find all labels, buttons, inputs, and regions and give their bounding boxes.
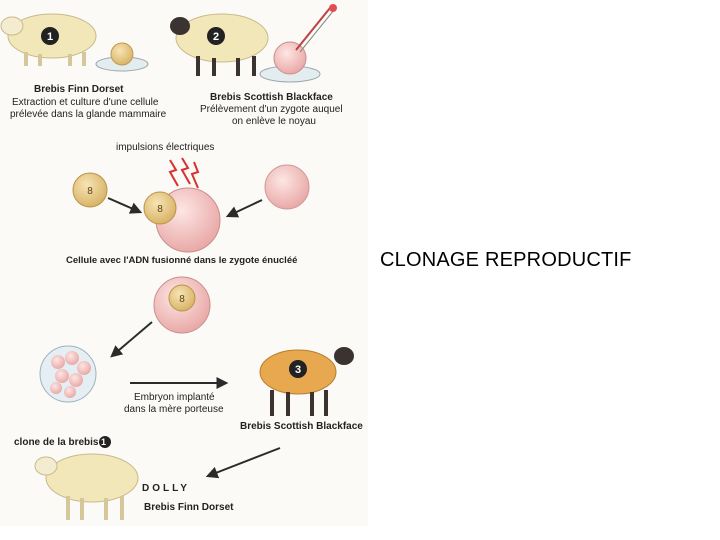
lightning-icon — [168, 157, 200, 189]
fusion-label: Cellule avec l'ADN fusionné dans le zygo… — [66, 255, 298, 266]
petri-dish-icon — [95, 42, 149, 72]
dolly-breed: Brebis Finn Dorset — [144, 502, 234, 513]
step2-desc-line2: on enlève le noyau — [232, 116, 316, 127]
electric-label: impulsions électriques — [116, 142, 215, 153]
fused-cell-icon: 8 — [153, 276, 211, 334]
arrow-icon — [107, 197, 143, 214]
donor-cell-icon: 8 — [72, 172, 108, 208]
cloning-diagram: 1 2 — [0, 0, 368, 526]
arrow-icon — [110, 321, 153, 358]
embryo-label-line2: dans la mère porteuse — [124, 404, 224, 415]
dolly-name: DOLLY — [142, 483, 190, 494]
arrow-icon — [225, 199, 263, 218]
svg-text:8: 8 — [157, 204, 163, 215]
step3-sheep-label: Brebis Scottish Blackface — [240, 421, 363, 432]
enucleated-egg-icon — [264, 164, 310, 210]
embryo-label-line1: Embryon implanté — [134, 392, 215, 403]
scottish-blackface-sheep-icon: 2 — [170, 13, 269, 76]
arrow-icon — [205, 447, 281, 479]
step1-desc-line1: Extraction et culture d'une cellule — [12, 97, 159, 108]
svg-text:8: 8 — [179, 294, 185, 305]
step2-desc-line1: Prélèvement d'un zygote auquel — [200, 104, 343, 115]
zygote-dish-icon — [259, 4, 337, 83]
svg-text:1: 1 — [47, 31, 53, 43]
finn-dorset-sheep-icon: 1 — [0, 13, 97, 66]
step1-desc-line2: prélevée dans la glande mammaire — [10, 109, 167, 120]
svg-text:2: 2 — [213, 31, 219, 43]
fusion-cell-icon: 8 — [143, 187, 221, 253]
surrogate-sheep-icon: 3 — [259, 347, 354, 416]
embryo-icon — [39, 345, 97, 403]
clone-badge: 1 — [101, 437, 107, 447]
svg-text:8: 8 — [87, 186, 93, 197]
diagram-graphics: 1 2 — [0, 4, 354, 520]
clone-badge-icon — [99, 436, 111, 448]
page-title: CLONAGE REPRODUCTIF — [380, 249, 632, 271]
step2-sheep-label: Brebis Scottish Blackface — [210, 92, 333, 103]
step1-sheep-label: Brebis Finn Dorset — [34, 84, 124, 95]
clone-label: clone de la brebis — [14, 437, 99, 448]
svg-text:3: 3 — [295, 364, 301, 376]
dolly-sheep-icon — [34, 453, 139, 520]
